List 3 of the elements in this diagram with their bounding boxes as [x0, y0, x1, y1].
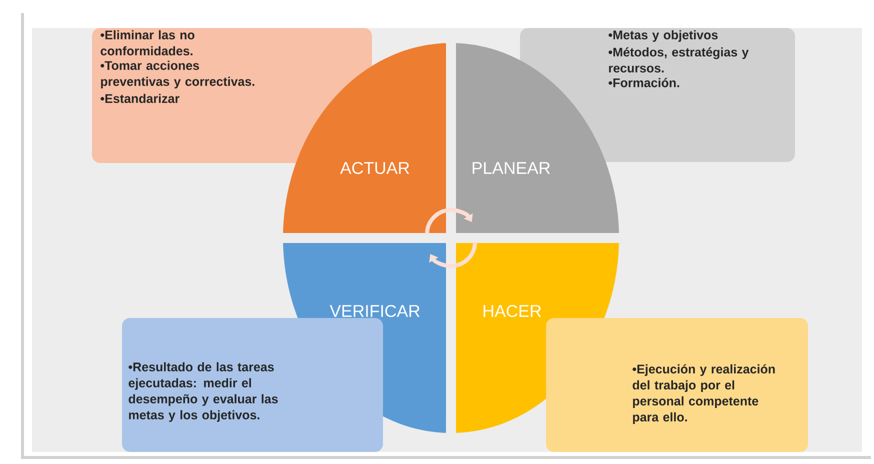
- quadrant-segment: ACTUAR: [283, 43, 446, 233]
- note-box: •Ejecución y realización del trabajo por el personal competente para ello.: [546, 318, 808, 452]
- note-box: •Resultado de las tareas ejecutadas: medir el desempeño y evaluar las metas y los objetivos.: [122, 318, 383, 452]
